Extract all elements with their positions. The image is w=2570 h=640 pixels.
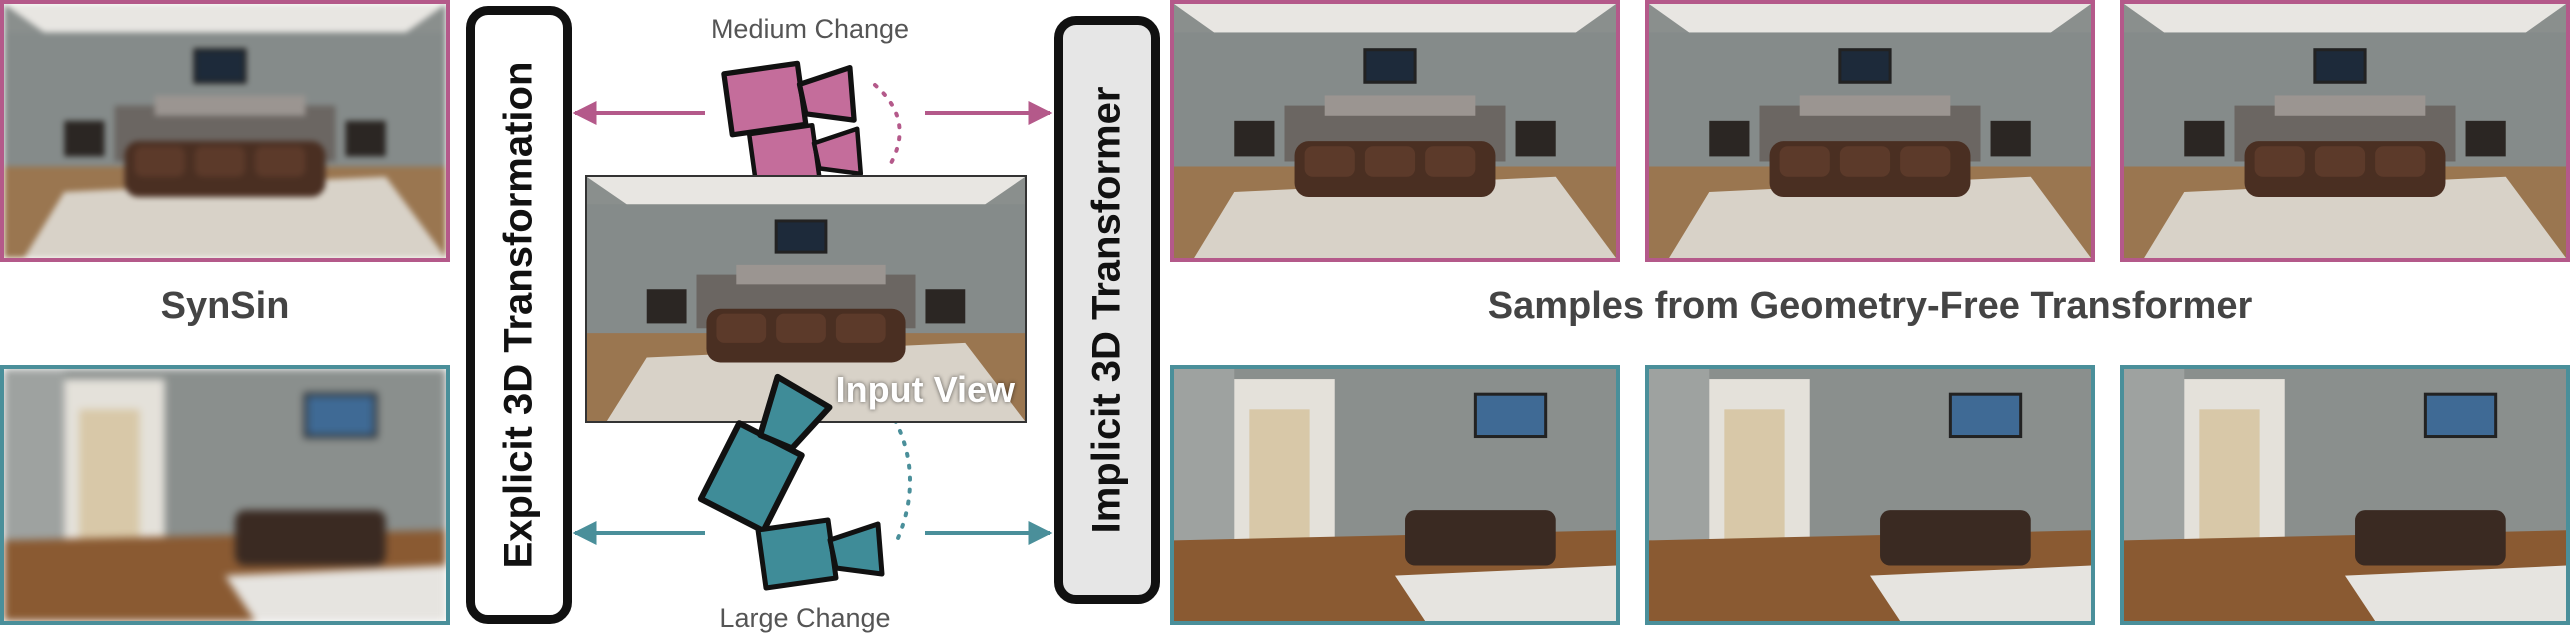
sample-large-2 bbox=[1645, 365, 2095, 625]
sample-medium-3 bbox=[2120, 0, 2570, 262]
synsin-label: SynSin bbox=[160, 285, 290, 327]
synsin-large-output bbox=[0, 365, 450, 625]
bedroom-image bbox=[4, 4, 446, 258]
large-motion-path bbox=[893, 418, 912, 547]
explicit-3d-transformation-panel: Explicit 3D Transformation bbox=[466, 6, 572, 624]
samples-label: Samples from Geometry-Free Transformer bbox=[1487, 285, 2253, 327]
large-change-label: Large Change bbox=[719, 603, 891, 633]
sample-medium-2 bbox=[1645, 0, 2095, 262]
implicit-3d-transformer-label: Implicit 3D Transformer bbox=[1084, 86, 1129, 534]
bedroom-image bbox=[1649, 4, 2091, 258]
hallway-image bbox=[1649, 369, 2091, 621]
input-view-label: Input View bbox=[835, 369, 1015, 410]
sample-large-1 bbox=[1170, 365, 1620, 625]
bedroom-image bbox=[2124, 4, 2566, 258]
hallway-image bbox=[4, 369, 446, 621]
sample-medium-1 bbox=[1170, 0, 1620, 262]
hallway-image bbox=[2124, 369, 2566, 621]
bedroom-image bbox=[1174, 4, 1616, 258]
implicit-3d-transformer-panel: Implicit 3D Transformer bbox=[1054, 16, 1160, 604]
hallway-image bbox=[1174, 369, 1616, 621]
synsin-medium-output bbox=[0, 0, 450, 262]
video-camera-icon bbox=[745, 512, 895, 612]
sample-large-3 bbox=[2120, 365, 2570, 625]
medium-change-label: Medium Change bbox=[710, 14, 910, 44]
explicit-3d-transformation-label: Explicit 3D Transformation bbox=[496, 61, 541, 569]
